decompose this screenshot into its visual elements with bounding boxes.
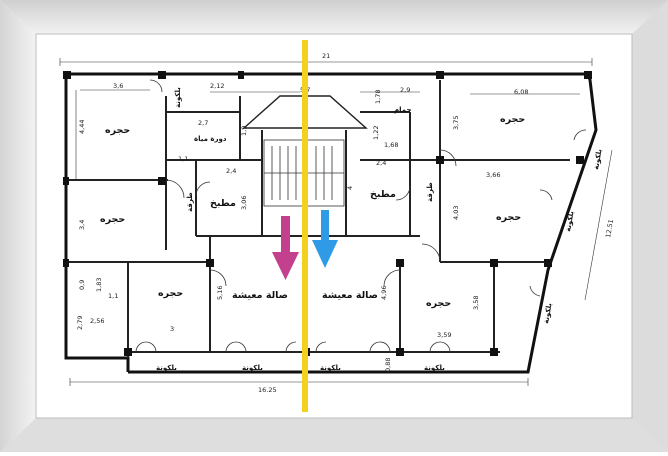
dim-6-08: 6,08 xyxy=(514,88,528,96)
dim-1-78: 1,78 xyxy=(374,90,382,104)
dim-1-68: 1,68 xyxy=(384,141,398,149)
room-balcony-right-2: بلكونة xyxy=(564,210,576,232)
dim-3-66: 3,66 xyxy=(486,171,500,179)
room-balcony-bottom-4: بلكونة xyxy=(424,364,445,372)
dim-3: 3 xyxy=(170,325,174,333)
dim-1-1: 1,1 xyxy=(178,155,188,163)
room-corridor-right: طرقة xyxy=(426,182,434,202)
room-labels: حجره حجره حجره حجره حجره حجره صالة معيشة… xyxy=(100,87,604,372)
room-living-right: صالة معيشة xyxy=(322,290,378,301)
room-balcony-bottom-3: بلكونة xyxy=(320,364,341,372)
dim-3-06: 3,06 xyxy=(240,196,248,210)
room-bedroom-mid-right: حجره xyxy=(496,212,521,223)
dim-3-59: 3,59 xyxy=(437,331,451,339)
dimension-lines xyxy=(59,58,613,386)
dim-0-9: 0,9 xyxy=(78,280,86,290)
room-kitchen-left: مطبخ xyxy=(210,198,236,209)
dim-5-16: 5,16 xyxy=(216,286,224,300)
door-swings xyxy=(135,79,587,353)
room-toilet: دورة مياة xyxy=(194,135,227,143)
dim-1-9: 1,9 xyxy=(240,126,248,136)
room-bedroom-mid-left: حجره xyxy=(100,214,125,225)
dim-3-58: 3,58 xyxy=(472,296,480,310)
arrow-left xyxy=(272,216,299,280)
dim-1-83: 1,83 xyxy=(95,278,103,292)
dim-2-56: 2,56 xyxy=(90,317,104,325)
room-corridor-left: طرقة xyxy=(186,192,194,212)
dim-3-4: 3,4 xyxy=(78,220,86,230)
arrow-right xyxy=(312,210,338,268)
dim-bottom: 16.25 xyxy=(258,386,277,394)
room-bedroom-bottom-left: حجره xyxy=(158,288,183,299)
stair-well xyxy=(242,95,368,207)
dim-4-03: 4,03 xyxy=(452,206,460,220)
room-bedroom-bottom-right: حجره xyxy=(426,298,451,309)
dim-0-88: 0,88 xyxy=(384,358,392,372)
dim-4-96: 4,96 xyxy=(380,286,388,300)
columns xyxy=(63,71,592,356)
dim-3-75: 3,75 xyxy=(452,116,460,130)
room-balcony-right-3: بلكونة xyxy=(542,302,554,324)
room-bedroom-top-right: حجره xyxy=(500,114,525,125)
dim-2-4-left: 2,4 xyxy=(226,167,236,175)
dim-2-7: 2,7 xyxy=(198,119,208,127)
room-balcony-top: بلكونة xyxy=(174,87,182,108)
dim-3-6: 3,6 xyxy=(113,82,123,90)
dim-1-1-lower: 1,1 xyxy=(108,292,118,300)
dim-4-44: 4,44 xyxy=(78,120,86,134)
dim-2-4-right: 2,4 xyxy=(376,159,386,167)
dim-1-22: 1,22 xyxy=(372,126,380,140)
dim-diagonal: 12.51 xyxy=(604,219,615,239)
room-bathroom: حمام xyxy=(394,106,412,114)
room-living-left: صالة معيشة xyxy=(232,290,288,301)
dim-2-79: 2,79 xyxy=(76,316,84,330)
room-balcony-bottom-1: بلكونة xyxy=(156,364,177,372)
room-kitchen-right: مطبخ xyxy=(370,189,396,200)
dim-4: 4 xyxy=(346,186,354,190)
room-balcony-right-1: بلكونة xyxy=(592,148,604,170)
room-bedroom-top-left: حجره xyxy=(105,125,130,136)
dim-overall: 21 xyxy=(322,52,330,60)
dim-2-9: 2,9 xyxy=(400,86,410,94)
room-balcony-bottom-2: بلكونة xyxy=(242,364,263,372)
dim-2-12: 2,12 xyxy=(210,82,224,90)
